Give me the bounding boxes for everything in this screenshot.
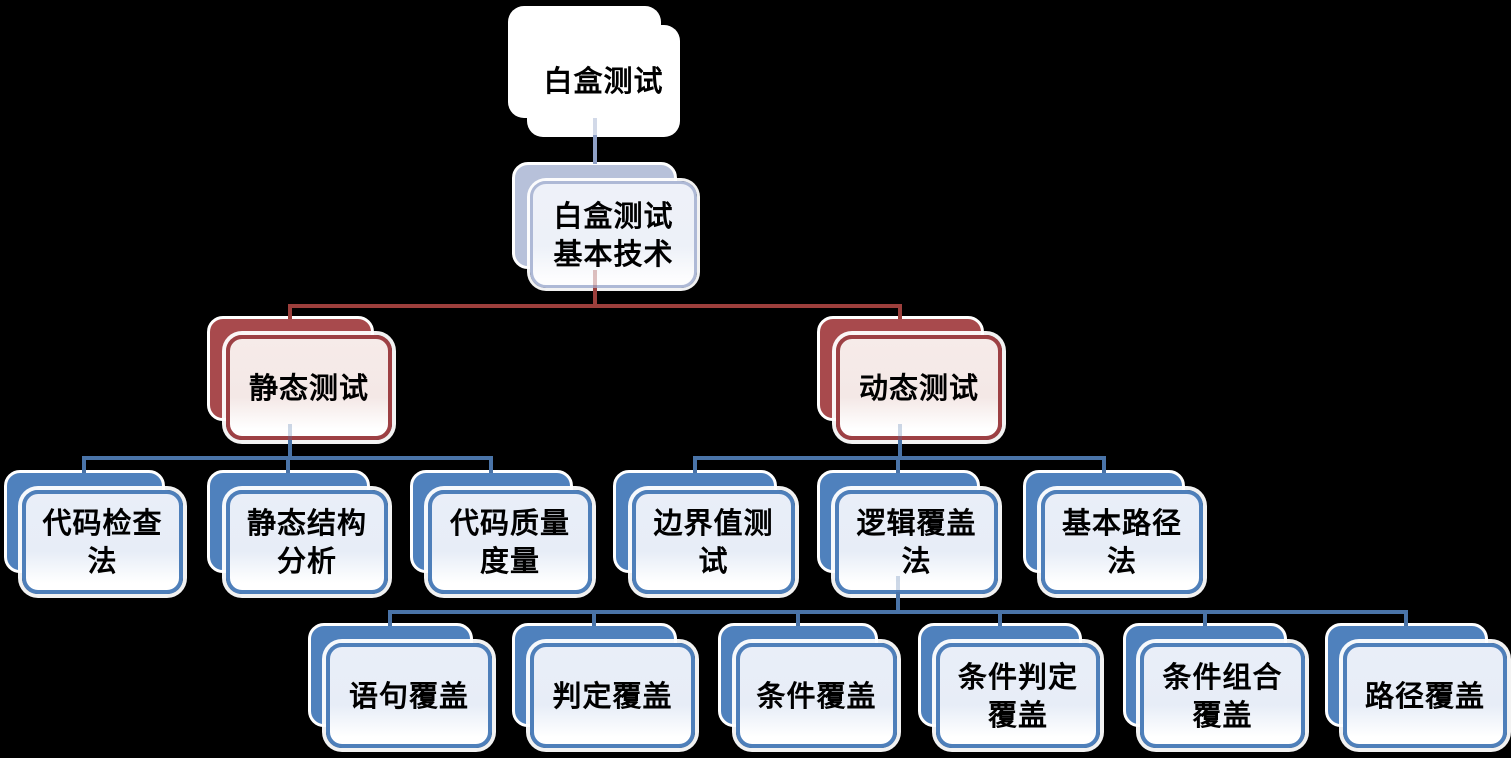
connector-drop-condition-combination xyxy=(1203,614,1207,626)
node-label: 代码质量 度量 xyxy=(449,506,570,578)
connector-root-technique-showthrough xyxy=(593,118,597,135)
connector-logic-stem-showthrough xyxy=(896,576,900,592)
connector-dynamic-horizontal xyxy=(693,456,1106,460)
connector-root-technique xyxy=(593,135,597,164)
connector-static-stem xyxy=(288,440,292,460)
node-logic-coverage: 逻辑覆盖 法 xyxy=(835,490,998,594)
connector-logic-horizontal xyxy=(388,610,1408,614)
connector-logic-stem xyxy=(896,592,900,614)
connector-drop-code-quality xyxy=(489,460,493,473)
connector-drop-condition-coverage xyxy=(796,614,800,626)
connector-static-stem-showthrough xyxy=(288,424,292,440)
node-decision-coverage: 判定覆盖 xyxy=(530,643,695,748)
node-condition-combination-coverage: 条件组合 覆盖 xyxy=(1140,643,1305,748)
connector-drop-statement-coverage xyxy=(388,614,392,626)
node-label: 代码检查 法 xyxy=(42,506,163,578)
node-boundary-value-testing: 边界值测 试 xyxy=(632,490,795,594)
node-label: 静态结构 分析 xyxy=(246,506,367,578)
node-label: 白盒测试 基本技术 xyxy=(553,198,674,271)
node-label: 动态测试 xyxy=(858,370,979,405)
connector-technique-stem-showthrough xyxy=(593,270,597,288)
connector-drop-condition-decision xyxy=(998,614,1002,626)
node-label: 静态测试 xyxy=(248,370,369,405)
connector-drop-logic-coverage xyxy=(896,460,900,473)
node-label: 白盒测试 xyxy=(543,64,664,98)
node-condition-decision-coverage: 条件判定 覆盖 xyxy=(936,643,1100,748)
node-label: 判定覆盖 xyxy=(552,678,673,713)
connector-drop-basic-path xyxy=(1102,460,1106,473)
connector-drop-path-coverage xyxy=(1404,614,1408,626)
node-dynamic-testing: 动态测试 xyxy=(836,335,1002,440)
connector-drop-decision-coverage xyxy=(592,614,596,626)
node-static-structure-analysis: 静态结构 分析 xyxy=(226,490,388,594)
connector-drop-dynamic xyxy=(898,308,902,319)
node-basic-path-method: 基本路径 法 xyxy=(1041,490,1203,594)
connector-drop-static xyxy=(288,308,292,319)
connector-dynamic-stem-showthrough xyxy=(898,424,902,440)
node-label: 边界值测 试 xyxy=(653,506,774,578)
connector-drop-boundary-value xyxy=(693,460,697,473)
connector-static-horizontal xyxy=(82,456,493,460)
node-label: 条件判定 覆盖 xyxy=(957,659,1078,732)
node-static-testing: 静态测试 xyxy=(226,335,392,440)
connector-drop-static-structure xyxy=(286,460,290,473)
node-path-coverage: 路径覆盖 xyxy=(1343,643,1507,748)
node-label: 条件覆盖 xyxy=(756,678,877,713)
node-basic-techniques: 白盒测试 基本技术 xyxy=(530,181,697,288)
node-statement-coverage: 语句覆盖 xyxy=(326,643,492,748)
node-label: 基本路径 法 xyxy=(1061,506,1182,578)
connector-technique-stem xyxy=(593,288,597,308)
node-code-quality-metrics: 代码质量 度量 xyxy=(428,490,592,594)
node-white-box-testing: 白盒测试 xyxy=(527,25,680,137)
node-code-inspection: 代码检查 法 xyxy=(22,490,183,594)
connector-red-horizontal xyxy=(288,304,902,308)
node-label: 逻辑覆盖 法 xyxy=(856,506,977,578)
connector-dynamic-stem xyxy=(898,440,902,460)
node-label: 路径覆盖 xyxy=(1364,678,1485,713)
node-label: 语句覆盖 xyxy=(348,678,469,713)
connector-drop-code-inspection xyxy=(82,460,86,473)
node-label: 条件组合 覆盖 xyxy=(1162,659,1283,732)
node-condition-coverage: 条件覆盖 xyxy=(736,643,897,748)
